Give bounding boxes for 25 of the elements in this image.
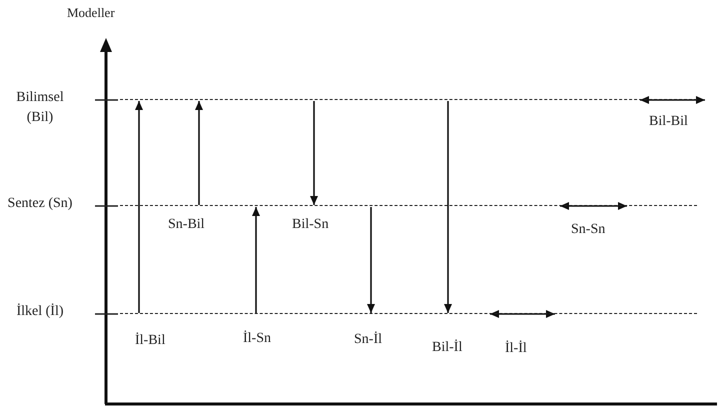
- double-arrow: [640, 96, 705, 104]
- edge-label: Sn-İl: [354, 331, 382, 349]
- edge-label: Bil-Bil: [649, 113, 688, 131]
- edge-label: Sn-Bil: [168, 216, 205, 234]
- arrow: [444, 101, 452, 313]
- edge-label: İl-Bil: [135, 332, 166, 350]
- level-label: Sentez (Sn): [6, 195, 74, 213]
- double-arrow: [490, 310, 555, 318]
- arrow: [135, 101, 143, 313]
- edge-label: İl-Sn: [243, 330, 271, 348]
- edge-label: Bil-Sn: [292, 216, 329, 234]
- arrow: [195, 101, 203, 205]
- level-label: İlkel (İl): [15, 302, 65, 321]
- dashed-level-line: [120, 205, 697, 206]
- arrow: [310, 101, 318, 205]
- double-arrow: [560, 202, 627, 210]
- edge-label: Sn-Sn: [571, 221, 606, 239]
- dashed-level-line: [120, 313, 697, 314]
- arrow: [252, 207, 260, 313]
- arrow: [367, 207, 375, 313]
- edge-label: Bil-İl: [432, 339, 462, 357]
- dashed-level-line: [120, 99, 697, 100]
- level-label: Bilimsel (Bil): [15, 89, 65, 127]
- edge-label: İl-İl: [505, 340, 527, 358]
- axis-title: Modeller: [67, 4, 115, 22]
